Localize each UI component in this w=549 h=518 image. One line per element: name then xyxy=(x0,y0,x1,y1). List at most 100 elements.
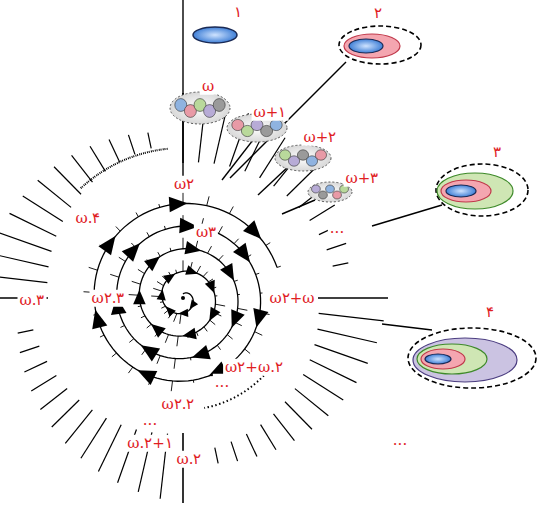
tick-mark xyxy=(54,167,81,194)
spiral-hair xyxy=(138,306,141,308)
ordinal-label: ω.۲+۱ xyxy=(125,435,175,452)
arrowhead xyxy=(122,238,146,262)
arrowhead xyxy=(157,289,167,301)
set-ellipse-3 xyxy=(436,164,528,216)
spiral-hair xyxy=(171,381,172,391)
spiral-hair xyxy=(215,304,225,306)
spiral-hair xyxy=(196,332,198,336)
spiral-center xyxy=(181,296,185,300)
tick-mark xyxy=(261,425,276,450)
spiral-hair xyxy=(197,266,201,273)
spiral-hair xyxy=(100,335,104,337)
arrowhead xyxy=(163,270,178,284)
spiral-hair xyxy=(175,270,177,273)
spiral-hair xyxy=(165,335,168,343)
tick-mark xyxy=(0,275,47,282)
spiral-hair xyxy=(208,246,212,253)
set-cluster xyxy=(275,145,331,171)
ordinal-label: ... xyxy=(213,374,231,391)
set-clusters xyxy=(170,92,352,202)
spiral-hair xyxy=(277,266,281,267)
arrowhead xyxy=(169,195,188,212)
ordinal-label: ۲ xyxy=(372,5,384,22)
spiral-hair xyxy=(157,356,160,364)
arrowhead xyxy=(205,280,219,295)
ordinal-label: ω۲.۲ xyxy=(160,396,197,413)
leader-lines xyxy=(183,0,442,330)
tick-mark xyxy=(81,418,107,458)
ordinal-label: ω۲+ω xyxy=(267,290,316,307)
spiral-hair xyxy=(164,226,166,229)
tick-mark xyxy=(128,135,135,154)
set-ellipse-2 xyxy=(339,26,421,64)
tick-mark xyxy=(327,243,346,250)
tick-mark xyxy=(295,389,328,416)
spiral-hair xyxy=(112,353,117,357)
ordinal-label: ... xyxy=(328,220,346,237)
arrowhead xyxy=(133,290,146,305)
tick-mark xyxy=(310,360,357,383)
tick-mark xyxy=(215,448,218,464)
spiral-hair xyxy=(245,349,250,353)
tick-mark xyxy=(317,329,376,343)
ordinal-label: ω۳ xyxy=(194,224,218,241)
arrowhead xyxy=(178,309,188,318)
ordinal-label: ω+۲ xyxy=(302,129,339,146)
arrowhead xyxy=(134,363,157,385)
arrowhead xyxy=(249,308,269,330)
spiral-hair xyxy=(234,280,238,281)
tick-mark xyxy=(285,402,312,429)
spiral-hair xyxy=(260,292,262,293)
tick-mark xyxy=(318,297,388,299)
ordinal-label: ۳ xyxy=(491,144,503,161)
tick-mark xyxy=(0,233,52,252)
tick-mark xyxy=(303,375,343,401)
spiral-hair xyxy=(180,314,181,324)
spiral-hair xyxy=(141,316,145,318)
spiral-hair xyxy=(238,308,248,310)
tick-mark xyxy=(274,414,295,441)
spiral-hair xyxy=(217,345,220,350)
spiral-hair xyxy=(215,295,217,296)
arrowhead xyxy=(137,339,160,362)
ordinal-label: ... xyxy=(141,412,159,429)
arrowhead xyxy=(144,251,164,271)
arrowhead xyxy=(190,345,211,365)
arrowhead xyxy=(186,300,198,312)
tick-mark xyxy=(310,205,335,220)
ordinal-label: ω.۲ xyxy=(175,451,204,468)
tick-mark xyxy=(90,146,105,171)
spiral-hair xyxy=(210,320,215,324)
spiral-hair xyxy=(147,324,152,328)
spiral-hair xyxy=(204,327,207,332)
tick-mark xyxy=(319,313,384,320)
tick-mark xyxy=(20,346,39,353)
spiral-hair xyxy=(110,274,119,277)
tick-mark xyxy=(18,330,34,333)
spiral-hair xyxy=(177,336,178,346)
spiral-hair xyxy=(129,339,134,343)
spiral-hair xyxy=(138,269,145,273)
tick-mark xyxy=(10,213,57,236)
tick-mark xyxy=(148,133,151,149)
spiral-hair xyxy=(160,301,163,303)
spiral-hair xyxy=(89,267,98,270)
leader-line xyxy=(372,205,442,226)
ordinal-label: ۱ xyxy=(232,4,244,21)
spiral-hair xyxy=(161,306,165,308)
spiral-hair xyxy=(238,294,240,295)
spiral-hair xyxy=(229,207,233,214)
leader-line xyxy=(258,165,290,195)
tick-mark xyxy=(0,253,49,267)
ordinal-label: ω+۳ xyxy=(344,170,381,187)
tick-mark xyxy=(246,434,257,457)
spiral-hair xyxy=(227,335,232,339)
spiral-hair xyxy=(158,204,160,207)
set-cluster xyxy=(170,92,230,124)
spiral-hair xyxy=(256,273,260,274)
arrowhead xyxy=(185,265,199,278)
arrowhead xyxy=(243,220,267,244)
spiral-hair xyxy=(157,282,164,286)
